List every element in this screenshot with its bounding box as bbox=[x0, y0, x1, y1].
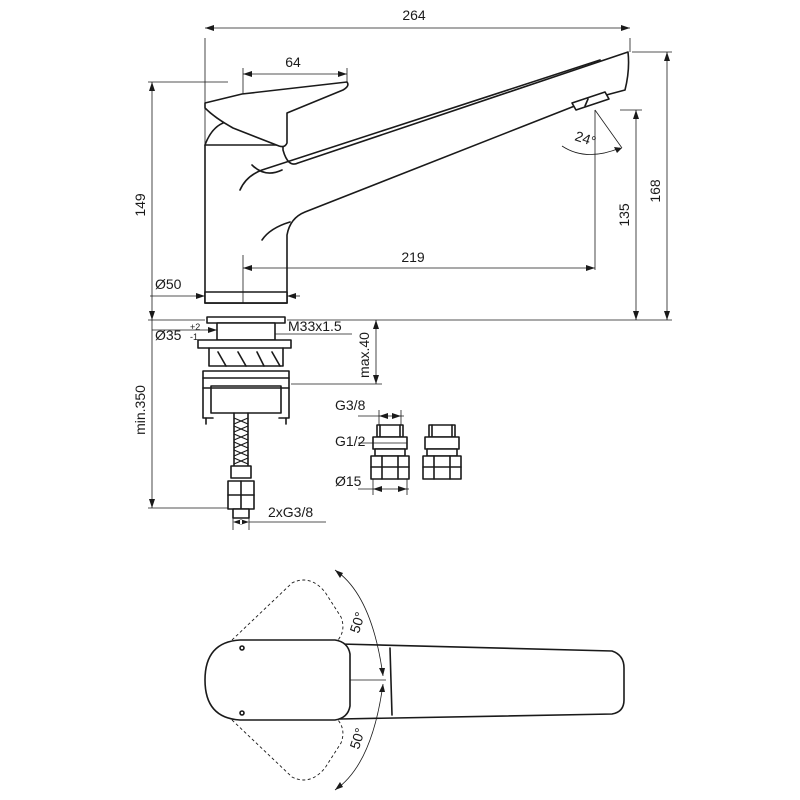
dim-fitting-g38: G3/8 bbox=[335, 397, 366, 413]
dim-body-diameter: Ø50 bbox=[155, 276, 182, 292]
dim-spout-reach: 219 bbox=[401, 249, 425, 265]
shank-top bbox=[206, 316, 286, 324]
spout-top bbox=[339, 643, 625, 720]
dim-fitting-g12: G1/2 bbox=[335, 433, 366, 449]
lever-handle bbox=[204, 81, 349, 148]
tap-body-shoulder bbox=[204, 121, 227, 146]
dim-min-hose-length: min.350 bbox=[132, 385, 148, 435]
dim-hose-thread: 2xG3/8 bbox=[268, 504, 313, 520]
dim-max-thickness: max.40 bbox=[356, 332, 372, 378]
fitting-right bbox=[422, 424, 462, 480]
tap-side-view bbox=[204, 51, 630, 304]
tap-top-view bbox=[204, 579, 625, 781]
dim-lever-swing-lower: 50° bbox=[346, 726, 368, 751]
shank-thread bbox=[216, 322, 276, 341]
braided-hose bbox=[227, 412, 255, 519]
dim-overall-height: 168 bbox=[647, 179, 663, 203]
lever-top bbox=[204, 639, 351, 721]
dim-body-height: 149 bbox=[132, 193, 148, 217]
body-curve bbox=[251, 164, 283, 174]
dim-hole-diameter: Ø35 bbox=[155, 327, 182, 343]
aerator bbox=[571, 91, 610, 111]
mounting-assembly bbox=[197, 316, 292, 519]
dim-spout-height: 135 bbox=[616, 203, 632, 227]
spout-contour bbox=[239, 59, 601, 191]
dim-hole-tol-minus: -1 bbox=[190, 332, 198, 342]
fitting-left bbox=[370, 424, 410, 480]
dim-lever-width: 64 bbox=[285, 54, 301, 70]
base-ring bbox=[204, 291, 288, 304]
clamp-nut bbox=[202, 370, 290, 389]
dim-thread: M33x1.5 bbox=[288, 318, 342, 334]
lever-ghost-lower bbox=[231, 719, 344, 781]
clamp-plate bbox=[197, 339, 292, 349]
dim-overall-width: 264 bbox=[402, 7, 426, 23]
dim-fitting-diameter: Ø15 bbox=[335, 473, 362, 489]
lever-ghost-upper bbox=[231, 579, 344, 641]
dim-hole-tol-plus: +2 bbox=[190, 322, 200, 332]
tap-body bbox=[204, 51, 630, 304]
dim-spout-angle: 24° bbox=[573, 128, 598, 150]
dim-lever-swing-upper: 50° bbox=[346, 610, 368, 635]
spout-underside bbox=[261, 221, 291, 241]
dimension-lines bbox=[148, 25, 672, 791]
dimension-labels: 264 64 149 168 135 24° 219 Ø50 Ø35 +2 -1… bbox=[132, 7, 663, 751]
